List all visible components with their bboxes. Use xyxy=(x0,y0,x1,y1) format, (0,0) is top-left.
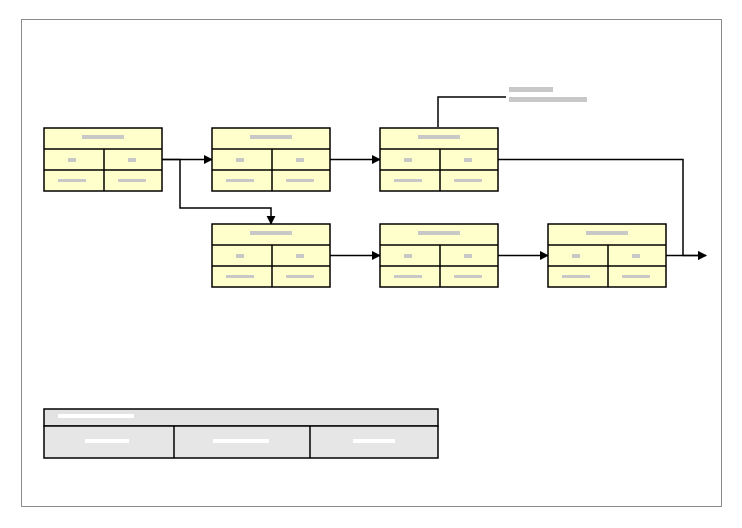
node-field-placeholder xyxy=(68,158,76,162)
legend-cell-placeholder-1 xyxy=(85,439,129,443)
legend-table xyxy=(43,408,439,459)
node-field-placeholder xyxy=(454,275,482,278)
node-field-placeholder xyxy=(58,179,86,182)
node-field-placeholder xyxy=(226,275,254,278)
node-4 xyxy=(211,223,331,288)
node-title-placeholder xyxy=(418,135,460,139)
node-field-placeholder xyxy=(296,158,304,162)
node-field-placeholder xyxy=(226,179,254,182)
connectors xyxy=(162,155,707,260)
node-5 xyxy=(379,223,499,288)
legend-cell-placeholder-3 xyxy=(353,439,395,443)
node-title-placeholder xyxy=(586,231,628,235)
legend-title-placeholder xyxy=(58,414,134,418)
node-field-placeholder xyxy=(632,254,640,258)
node-field-placeholder xyxy=(128,158,136,162)
node-field-placeholder xyxy=(286,179,314,182)
node-title-placeholder xyxy=(250,231,292,235)
node-2 xyxy=(211,127,331,192)
node-6 xyxy=(547,223,667,288)
node-field-placeholder xyxy=(454,179,482,182)
node-field-placeholder xyxy=(394,275,422,278)
node-field-placeholder xyxy=(464,254,472,258)
callout-annotation xyxy=(437,87,587,127)
callout-text-placeholder-1 xyxy=(509,87,553,92)
node-3 xyxy=(379,127,499,192)
node-field-placeholder xyxy=(296,254,304,258)
node-field-placeholder xyxy=(572,254,580,258)
node-1 xyxy=(43,127,163,192)
node-field-placeholder xyxy=(562,275,590,278)
node-field-placeholder xyxy=(118,179,146,182)
legend-cell-placeholder-2 xyxy=(213,439,269,443)
node-title-placeholder xyxy=(418,231,460,235)
node-title-placeholder xyxy=(250,135,292,139)
node-field-placeholder xyxy=(236,158,244,162)
node-field-placeholder xyxy=(622,275,650,278)
node-field-placeholder xyxy=(394,179,422,182)
task-nodes xyxy=(43,127,667,288)
node-field-placeholder xyxy=(404,254,412,258)
node-title-placeholder xyxy=(82,135,124,139)
connector-node-1-to-node-4 xyxy=(162,158,276,225)
node-field-placeholder xyxy=(404,158,412,162)
node-field-placeholder xyxy=(286,275,314,278)
callout-leader-line xyxy=(437,96,506,127)
callout-text-placeholder-2 xyxy=(509,97,587,102)
node-field-placeholder xyxy=(464,158,472,162)
node-field-placeholder xyxy=(236,254,244,258)
